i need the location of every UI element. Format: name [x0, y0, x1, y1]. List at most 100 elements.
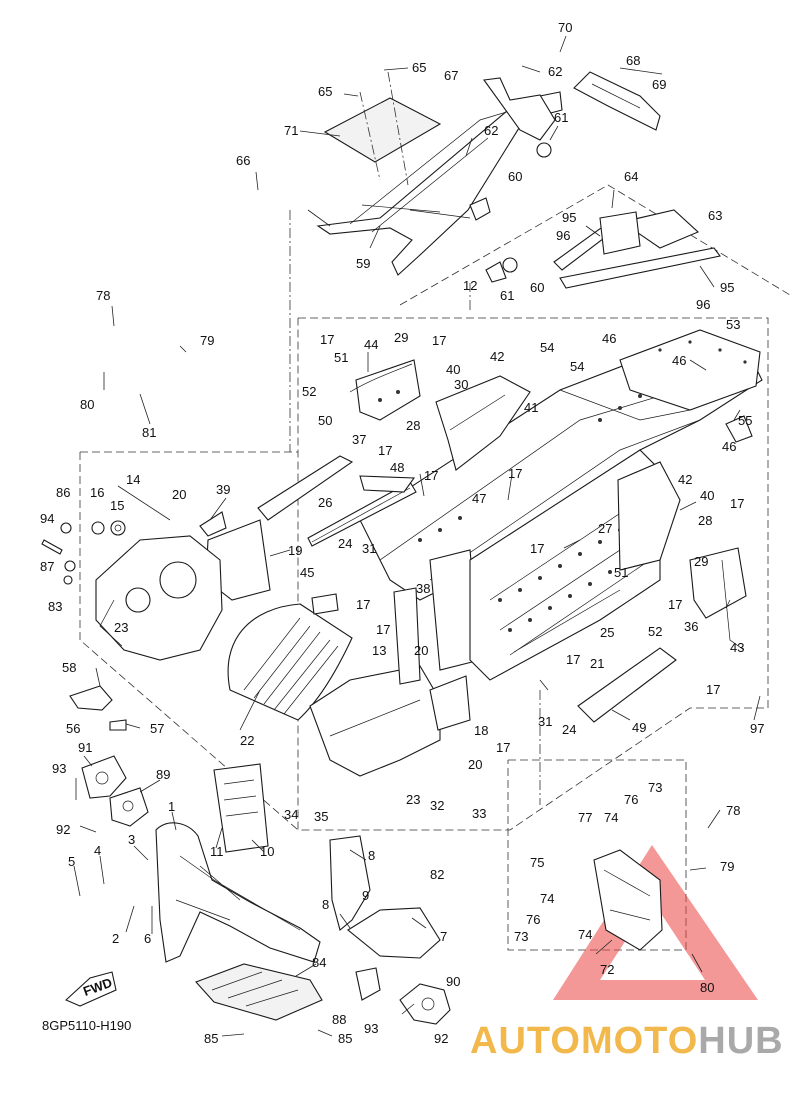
- callout-74: 74: [604, 810, 618, 825]
- callout-93: 93: [52, 761, 66, 776]
- rear-hitch-bracket: [593, 849, 663, 951]
- callout-20: 20: [172, 487, 186, 502]
- leader-lines: [73, 35, 761, 1037]
- callout-17: 17: [706, 682, 720, 697]
- callout-61: 61: [500, 288, 514, 303]
- callout-34: 34: [284, 807, 298, 822]
- callout-72: 72: [600, 962, 614, 977]
- floor-boards: [257, 455, 417, 547]
- rear-cover-plate: [619, 329, 761, 443]
- callout-46: 46: [602, 331, 616, 346]
- callout-5: 5: [68, 854, 75, 869]
- callout-24: 24: [338, 536, 352, 551]
- front-frame-section: [309, 587, 471, 777]
- callout-10: 10: [260, 844, 274, 859]
- callout-31: 31: [362, 541, 376, 556]
- callout-97: 97: [750, 721, 764, 736]
- callout-32: 32: [430, 798, 444, 813]
- callout-73: 73: [514, 929, 528, 944]
- rear-plates: [553, 209, 721, 289]
- callout-75: 75: [530, 855, 544, 870]
- callout-56: 56: [66, 721, 80, 736]
- callout-88: 88: [332, 1012, 346, 1027]
- callout-74: 74: [578, 927, 592, 942]
- rear-seat-frame: [316, 77, 563, 283]
- callout-2: 2: [112, 931, 119, 946]
- callout-65: 65: [318, 84, 332, 99]
- callout-16: 16: [90, 485, 104, 500]
- callout-17: 17: [424, 468, 438, 483]
- lower-right-plate: [513, 589, 677, 723]
- callout-54: 54: [540, 340, 554, 355]
- callout-76: 76: [526, 912, 540, 927]
- skid-plate: [195, 963, 323, 1021]
- brand-watermark-part1: AUTOMOTO: [470, 1020, 699, 1062]
- callout-11: 11: [210, 844, 224, 859]
- callout-79: 79: [720, 859, 734, 874]
- callout-93: 93: [364, 1021, 378, 1036]
- callout-38: 38: [416, 581, 430, 596]
- callout-1: 1: [168, 799, 175, 814]
- callout-53: 53: [726, 317, 740, 332]
- callout-33: 33: [472, 806, 486, 821]
- callout-65: 65: [412, 60, 426, 75]
- callout-20: 20: [414, 643, 428, 658]
- callout-25: 25: [600, 625, 614, 640]
- brand-watermark: AUTOMOTOHUB: [470, 1020, 784, 1063]
- callout-66: 66: [236, 153, 250, 168]
- diagram-reference-code: 8GP5110-H190: [42, 1018, 132, 1033]
- callout-4: 4: [94, 843, 101, 858]
- callout-49: 49: [632, 720, 646, 735]
- small-brackets: [69, 593, 451, 1025]
- callout-87: 87: [40, 559, 54, 574]
- callout-13: 13: [372, 643, 386, 658]
- callout-95: 95: [562, 210, 576, 225]
- brand-watermark-part2: HUB: [698, 1020, 784, 1062]
- callout-19: 19: [288, 543, 302, 558]
- callout-8: 8: [322, 897, 329, 912]
- callout-21: 21: [590, 656, 604, 671]
- callout-39: 39: [216, 482, 230, 497]
- callout-26: 26: [318, 495, 332, 510]
- callout-17: 17: [496, 740, 510, 755]
- callout-85: 85: [338, 1031, 352, 1046]
- callout-69: 69: [652, 77, 666, 92]
- callout-95: 95: [720, 280, 734, 295]
- callout-70: 70: [558, 20, 572, 35]
- callout-58: 58: [62, 660, 76, 675]
- callout-22: 22: [240, 733, 254, 748]
- callout-67: 67: [444, 68, 458, 83]
- callout-85: 85: [204, 1031, 218, 1046]
- callout-28: 28: [698, 513, 712, 528]
- callout-91: 91: [78, 740, 92, 755]
- callout-76: 76: [624, 792, 638, 807]
- callout-40: 40: [446, 362, 460, 377]
- callout-60: 60: [530, 280, 544, 295]
- callout-40: 40: [700, 488, 714, 503]
- callout-90: 90: [446, 974, 460, 989]
- seat-panel: [323, 71, 442, 186]
- callout-89: 89: [156, 767, 170, 782]
- callout-96: 96: [556, 228, 570, 243]
- callout-64: 64: [624, 169, 638, 184]
- callout-14: 14: [126, 472, 140, 487]
- callout-6: 6: [144, 931, 151, 946]
- callout-63: 63: [708, 208, 722, 223]
- callout-43: 43: [730, 640, 744, 655]
- callout-17: 17: [356, 597, 370, 612]
- callout-12: 12: [463, 278, 477, 293]
- callout-17: 17: [508, 466, 522, 481]
- callout-37: 37: [352, 432, 366, 447]
- callout-17: 17: [432, 333, 446, 348]
- callout-28: 28: [406, 418, 420, 433]
- callout-52: 52: [648, 624, 662, 639]
- callout-42: 42: [678, 472, 692, 487]
- callout-27: 27: [598, 521, 612, 536]
- callout-15: 15: [110, 498, 124, 513]
- callout-79: 79: [200, 333, 214, 348]
- callout-17: 17: [320, 332, 334, 347]
- callout-31: 31: [538, 714, 552, 729]
- callout-51: 51: [334, 350, 348, 365]
- callout-51: 51: [614, 565, 628, 580]
